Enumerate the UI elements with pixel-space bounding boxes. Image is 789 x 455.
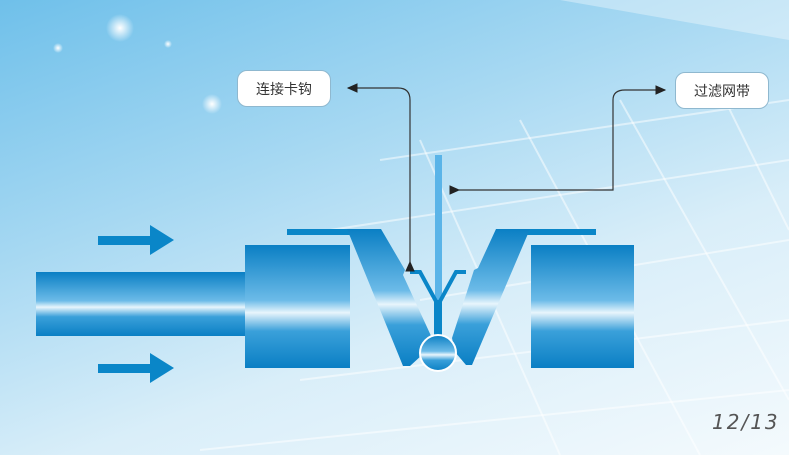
hook-label: 连接卡钩 <box>237 70 331 107</box>
left-block <box>245 245 350 368</box>
background-grid <box>199 0 789 455</box>
flow-arrow-top <box>98 225 174 255</box>
hook-ball <box>419 334 457 372</box>
filter-belt <box>435 155 442 330</box>
page-number: 12/13 <box>712 410 780 434</box>
hook-stem <box>434 300 442 340</box>
right-plate <box>520 229 596 235</box>
sparkle <box>202 94 222 114</box>
left-v-arm <box>347 229 432 366</box>
flow-arrow-bottom <box>98 353 174 383</box>
right-block <box>531 245 634 368</box>
sparkle <box>53 43 63 53</box>
inlet-pipe <box>36 272 248 336</box>
left-plate <box>287 229 357 235</box>
filter-belt-label: 过滤网带 <box>675 72 769 109</box>
sparkle <box>106 14 134 42</box>
hook-leader-line <box>346 83 415 272</box>
belt-leader-line <box>449 85 667 195</box>
sparkle <box>164 40 172 48</box>
right-v-arm <box>452 229 530 365</box>
